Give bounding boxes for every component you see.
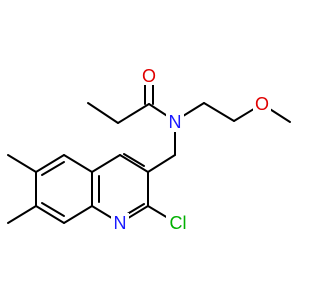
atom-label-chlorine: Cl (170, 213, 187, 233)
bond-inner (123, 153, 145, 167)
atom-label-n-ring: N (114, 213, 127, 233)
bond-inner (41, 202, 65, 217)
atom-label-o-ether: O (255, 94, 269, 114)
atom-label-n-amide: N (169, 112, 182, 132)
bond (7, 154, 37, 173)
atom-label-o-carbonyl: O (142, 66, 156, 86)
bond (203, 102, 235, 122)
bond (119, 154, 149, 173)
bond (63, 205, 93, 224)
bond (147, 154, 176, 173)
bond-inner (41, 161, 65, 176)
bond (7, 205, 37, 224)
structure-canvas: O N O N Cl (7, 65, 291, 233)
bond (35, 205, 65, 224)
bond (147, 205, 169, 219)
bond (63, 154, 93, 173)
chemical-structure: O N O N Cl (7, 65, 291, 233)
bond (91, 154, 121, 173)
bond (87, 102, 119, 124)
atom-labels: O N O N Cl (111, 65, 271, 233)
bond (117, 103, 150, 124)
bond (35, 154, 65, 173)
bonds (7, 77, 291, 224)
